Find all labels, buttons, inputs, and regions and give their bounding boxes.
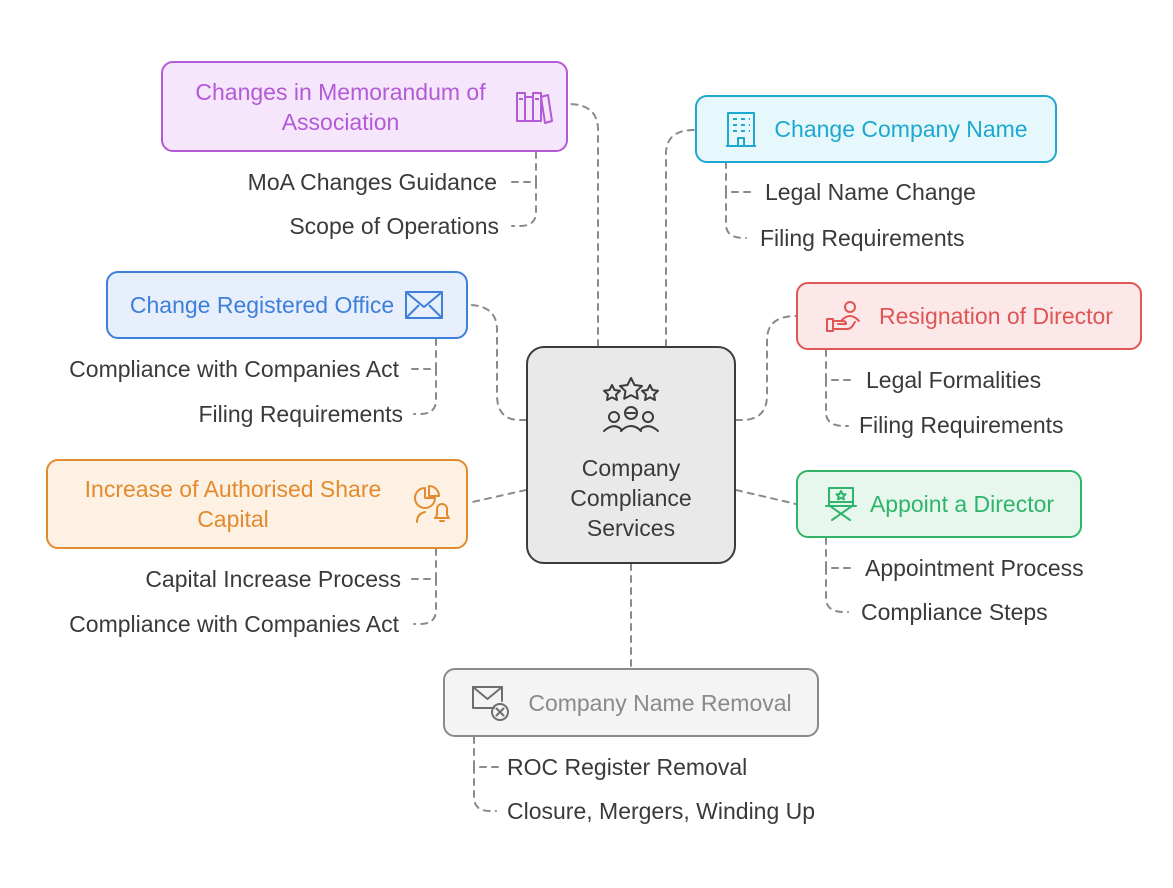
branch-registered-office[interactable]: Change Registered Office	[106, 271, 468, 339]
branch-resignation-title: Resignation of Director	[879, 303, 1113, 329]
leaf-legal-formalities: Legal Formalities	[866, 367, 1042, 393]
branch-share-capital[interactable]: Increase of Authorised Share Capital	[46, 459, 468, 549]
leaf-scope-operations: Scope of Operations	[289, 213, 499, 239]
leaf-moa-guidance: MoA Changes Guidance	[247, 169, 497, 195]
branch-name-removal-title: Company Name Removal	[528, 689, 792, 716]
person-handout-icon	[825, 299, 863, 333]
people-stars-icon	[601, 376, 661, 441]
connector-change-name	[665, 129, 695, 347]
leaf-legal-name-change: Legal Name Change	[765, 179, 976, 205]
branch-change-name-title: Change Company Name	[774, 116, 1028, 142]
leaf-filing-requirements-name: Filing Requirements	[760, 225, 965, 251]
branch-name-removal[interactable]: Company Name Removal	[443, 668, 819, 737]
connector-appoint-director	[735, 489, 797, 505]
leaf-roc-register-removal: ROC Register Removal	[507, 754, 748, 780]
branch-registered-office-title: Change Registered Office	[129, 292, 395, 318]
mail-remove-icon	[470, 684, 510, 722]
branch-moa-title: Changes in Memorandum of Association	[195, 78, 486, 135]
branch-moa[interactable]: Changes in Memorandum of Association	[161, 61, 568, 152]
connector-resignation	[735, 315, 797, 421]
leaf-appointment-process: Appointment Process	[865, 555, 1084, 581]
connector-share-capital	[467, 489, 527, 504]
leaf-capital-increase-process: Capital Increase Process	[145, 566, 401, 592]
branch-change-name[interactable]: Change Company Name	[695, 95, 1057, 163]
connector-moa	[567, 103, 599, 347]
branch-appoint-director-title: Appoint a Director	[869, 491, 1055, 517]
leaf-compliance-companies-act-capital: Compliance with Companies Act	[69, 611, 399, 637]
leaf-filing-requirements-resignation: Filing Requirements	[859, 412, 1064, 438]
center-node[interactable]: Company Compliance Services	[526, 346, 736, 564]
envelope-icon	[404, 289, 444, 321]
branch-resignation[interactable]: Resignation of Director	[796, 282, 1142, 350]
leaf-closure-mergers-winding-up: Closure, Mergers, Winding Up	[507, 798, 816, 824]
chart-bell-icon	[411, 484, 451, 524]
leaf-filing-requirements-office: Filing Requirements	[198, 401, 403, 427]
books-icon	[514, 89, 554, 125]
leaf-compliance-steps: Compliance Steps	[861, 599, 1048, 625]
center-label: Company Compliance Services	[570, 455, 692, 541]
branch-appoint-director[interactable]: Appoint a Director	[796, 470, 1082, 538]
branch-share-capital-title: Increase of Authorised Share Capital	[84, 476, 382, 532]
building-icon	[724, 110, 758, 148]
leaf-compliance-companies-act-office: Compliance with Companies Act	[69, 356, 399, 382]
director-chair-icon	[824, 486, 858, 522]
connector-registered-office	[467, 304, 527, 421]
